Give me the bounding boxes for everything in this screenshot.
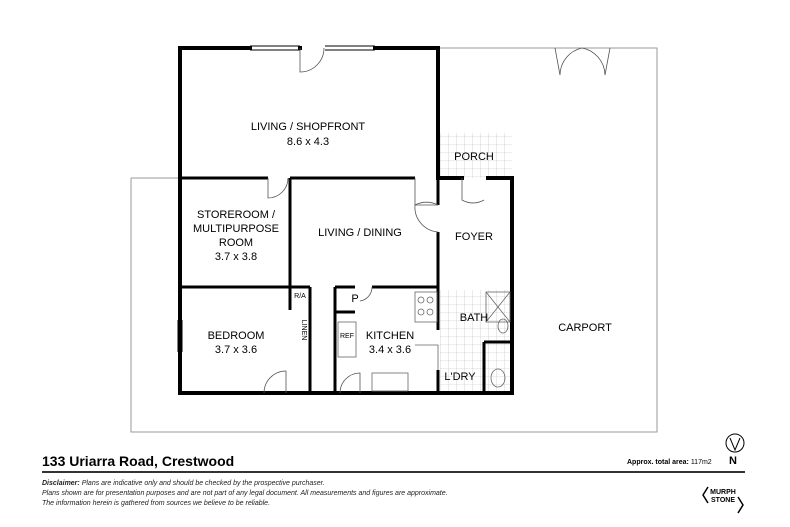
disclaimer: Disclaimer: Plans are indicative only an… bbox=[42, 479, 448, 509]
bedroom-label: BEDROOM bbox=[208, 330, 265, 342]
storeroom-size: 3.7 x 3.8 bbox=[215, 251, 257, 263]
fixtures bbox=[337, 291, 511, 392]
doors bbox=[263, 47, 611, 394]
logo-text: MURPH bbox=[710, 489, 736, 496]
north-label: N bbox=[729, 455, 737, 467]
disclaimer-line: Plans are indicative only and should be … bbox=[81, 480, 325, 487]
agency-logo: MURPH STONE bbox=[702, 485, 744, 515]
bedroom-size: 3.7 x 3.6 bbox=[215, 344, 257, 356]
laundry-label: L'DRY bbox=[444, 371, 476, 383]
disclaimer-line: Plans shown are for presentation purpose… bbox=[42, 490, 448, 497]
kitchen-label: KITCHEN bbox=[366, 330, 414, 342]
bath-label: BATH bbox=[460, 312, 489, 324]
lot-boundary bbox=[130, 47, 658, 433]
linen-label: LINEN bbox=[300, 320, 307, 341]
storeroom-label-1: STOREROOM / bbox=[197, 209, 276, 221]
living-dining-label: LIVING / DINING bbox=[318, 227, 402, 239]
ref-label: REF bbox=[340, 333, 354, 340]
total-area: Approx. total area: 117m2 bbox=[627, 459, 712, 466]
logo-text: STONE bbox=[711, 497, 735, 504]
area-value: 117m2 bbox=[690, 459, 712, 466]
storeroom-label-2: MULTIPURPOSE bbox=[193, 223, 279, 235]
disclaimer-line: The information herein is gathered from … bbox=[42, 500, 271, 507]
porch-label: PORCH bbox=[454, 151, 494, 163]
ra-label: R/A bbox=[294, 293, 306, 300]
property-address: 133 Uriarra Road, Crestwood bbox=[42, 453, 235, 469]
foyer-label: FOYER bbox=[455, 231, 493, 243]
pantry-label: P bbox=[351, 293, 358, 305]
divider bbox=[42, 471, 745, 473]
north-arrow-icon bbox=[725, 433, 745, 453]
living-shopfront-label: LIVING / SHOPFRONT bbox=[251, 121, 366, 133]
area-label: Approx. total area: bbox=[627, 459, 689, 466]
porch-tiles bbox=[440, 133, 512, 178]
kitchen-size: 3.4 x 3.6 bbox=[369, 344, 411, 356]
living-shopfront-size: 8.6 x 4.3 bbox=[287, 136, 329, 148]
storeroom-label-3: ROOM bbox=[219, 237, 253, 249]
disclaimer-label: Disclaimer: bbox=[42, 480, 80, 487]
walls bbox=[177, 45, 514, 395]
carport-label: CARPORT bbox=[558, 322, 612, 334]
